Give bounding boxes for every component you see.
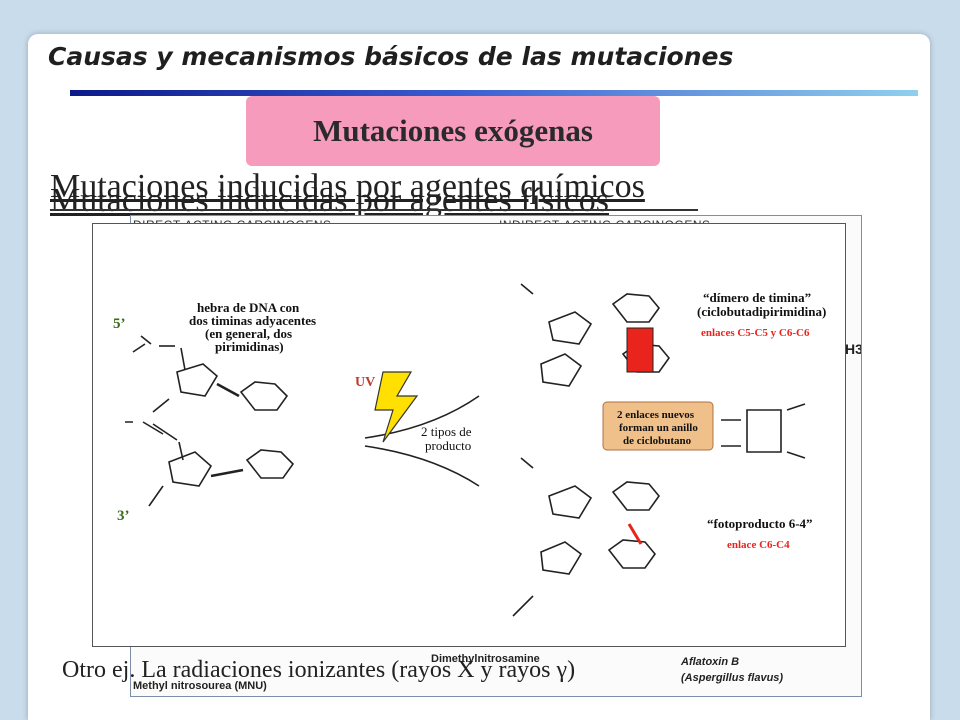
dna-desc-line-3: (en general, dos bbox=[205, 326, 292, 341]
dimer-bonds-label: enlaces C5-C5 y C6-C6 bbox=[701, 327, 810, 339]
slide: Causas y mecanismos básicos de las mutac… bbox=[28, 34, 930, 720]
heading-chemical-agents: Mutaciones inducidas por agentes químico… bbox=[50, 168, 645, 205]
dimer-title-line-2: (ciclobutadipirimidina) bbox=[697, 304, 826, 319]
two-products-line-1: 2 tipos de bbox=[421, 424, 472, 439]
five-prime-label: 5’ bbox=[113, 316, 126, 332]
dimer-title-line-1: “dímero de timina” bbox=[703, 290, 811, 305]
two-products-line-2: producto bbox=[425, 438, 471, 453]
dimethylnitrosamine-label: Dimethylnitrosamine bbox=[431, 653, 540, 665]
dna-desc-line-4: pirimidinas) bbox=[215, 339, 284, 354]
uv-label: UV bbox=[355, 375, 375, 390]
heading-underline bbox=[50, 209, 698, 211]
heading-physical-agents: Mutaciones inducidas por agentes físicos bbox=[50, 182, 609, 219]
ionizing-radiation-note: Otro ej. La radiaciones ionizantes (rayo… bbox=[62, 657, 576, 683]
dimer-bond-highlight bbox=[626, 327, 654, 373]
slide-title: Causas y mecanismos básicos de las mutac… bbox=[48, 42, 734, 71]
new-bonds-line-1: 2 enlaces nuevos bbox=[617, 409, 695, 421]
ch3-fragment: H3 bbox=[845, 341, 862, 357]
new-bonds-line-3: de ciclobutano bbox=[623, 435, 692, 447]
photoproduct-title: “fotoproducto 6-4” bbox=[707, 516, 813, 531]
category-label: Mutaciones exógenas bbox=[246, 96, 660, 166]
uv-lightning-icon bbox=[374, 371, 419, 443]
aflatoxin-label: Aflatoxin B bbox=[681, 656, 740, 668]
three-prime-label: 3’ bbox=[117, 508, 130, 524]
uv-thymine-dimer-figure: hebra de DNA con dos timinas adyacentes … bbox=[92, 223, 846, 647]
title-underline-bar bbox=[70, 90, 918, 96]
mnu-label: Methyl nitrosourea (MNU) bbox=[133, 680, 267, 692]
aspergillus-label: (Aspergillus flavus) bbox=[681, 672, 784, 684]
photoproduct-bond-label: enlace C6-C4 bbox=[727, 539, 790, 551]
new-bonds-line-2: forman un anillo bbox=[619, 422, 698, 434]
dna-desc-line-2: dos timinas adyacentes bbox=[189, 313, 316, 328]
thymine-dimer-diagram: hebra de DNA con dos timinas adyacentes … bbox=[113, 283, 826, 617]
dna-desc-line-1: hebra de DNA con bbox=[197, 300, 300, 315]
new-bonds-callout bbox=[602, 401, 714, 451]
